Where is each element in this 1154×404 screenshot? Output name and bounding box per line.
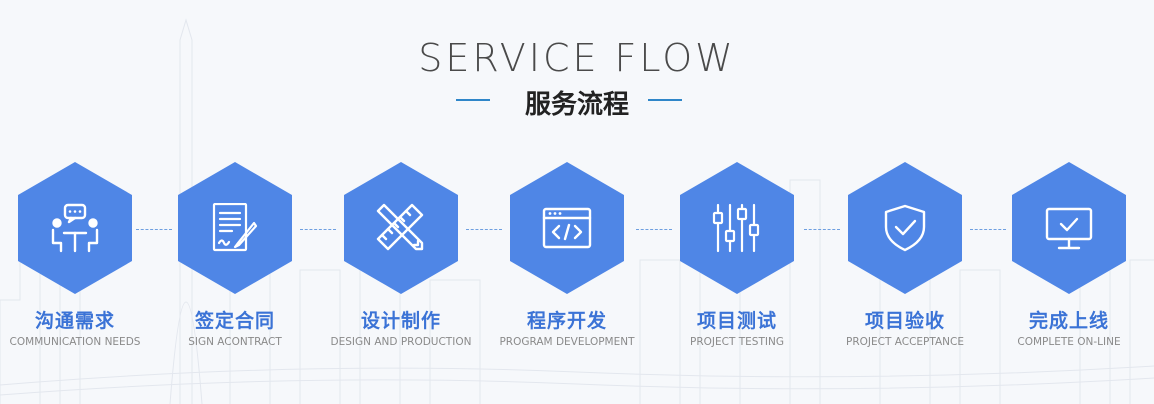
- title-left-line: [456, 99, 490, 101]
- step-label-cn: 沟通需求: [34, 310, 115, 332]
- step-label-en: DESIGN AND PRODUCTION: [330, 336, 472, 348]
- code-window-icon: [542, 207, 592, 249]
- step-label-cn: 项目验收: [864, 310, 945, 332]
- monitor-check-icon: [1045, 207, 1093, 250]
- title-english: SERVICE FLOW: [418, 36, 736, 80]
- step-hexagon: [342, 160, 460, 296]
- step-connector: [804, 229, 840, 230]
- step-label-cn: 项目测试: [696, 310, 777, 332]
- meeting-chat-icon: [51, 203, 99, 253]
- step-hexagon: [1010, 160, 1128, 296]
- step-connector: [636, 229, 672, 230]
- step-label-en: COMMUNICATION NEEDS: [9, 336, 141, 348]
- shield-check-icon: [884, 204, 926, 252]
- step-connector: [466, 229, 502, 230]
- step-label-en: COMPLETE ON-LINE: [1017, 336, 1121, 348]
- step-label-cn: 设计制作: [360, 310, 441, 332]
- step-hexagon: [678, 160, 796, 296]
- step-connector: [136, 229, 172, 230]
- contract-pen-icon: [212, 203, 258, 252]
- step-label-en: PROGRAM DEVELOPMENT: [499, 336, 635, 348]
- title-chinese: 服务流程: [524, 90, 629, 120]
- sliders-icon: [712, 203, 760, 253]
- step-hexagon: [176, 160, 294, 296]
- step-hexagon: [16, 160, 134, 296]
- step-hexagon: [508, 160, 626, 296]
- title-right-line: [648, 99, 682, 101]
- step-label-en: PROJECT TESTING: [690, 336, 784, 348]
- step-connector: [970, 229, 1006, 230]
- step-label-cn: 签定合同: [194, 310, 275, 332]
- step-connector: [300, 229, 336, 230]
- step-label-cn: 完成上线: [1028, 310, 1109, 332]
- step-hexagon: [846, 160, 964, 296]
- step-label-en: PROJECT ACCEPTANCE: [846, 336, 964, 348]
- step-label-en: SIGN ACONTRACT: [188, 336, 282, 348]
- section-header: SERVICE FLOW 服务流程: [0, 0, 1154, 130]
- step-label-cn: 程序开发: [526, 310, 607, 332]
- ruler-pencil-icon: [376, 203, 424, 251]
